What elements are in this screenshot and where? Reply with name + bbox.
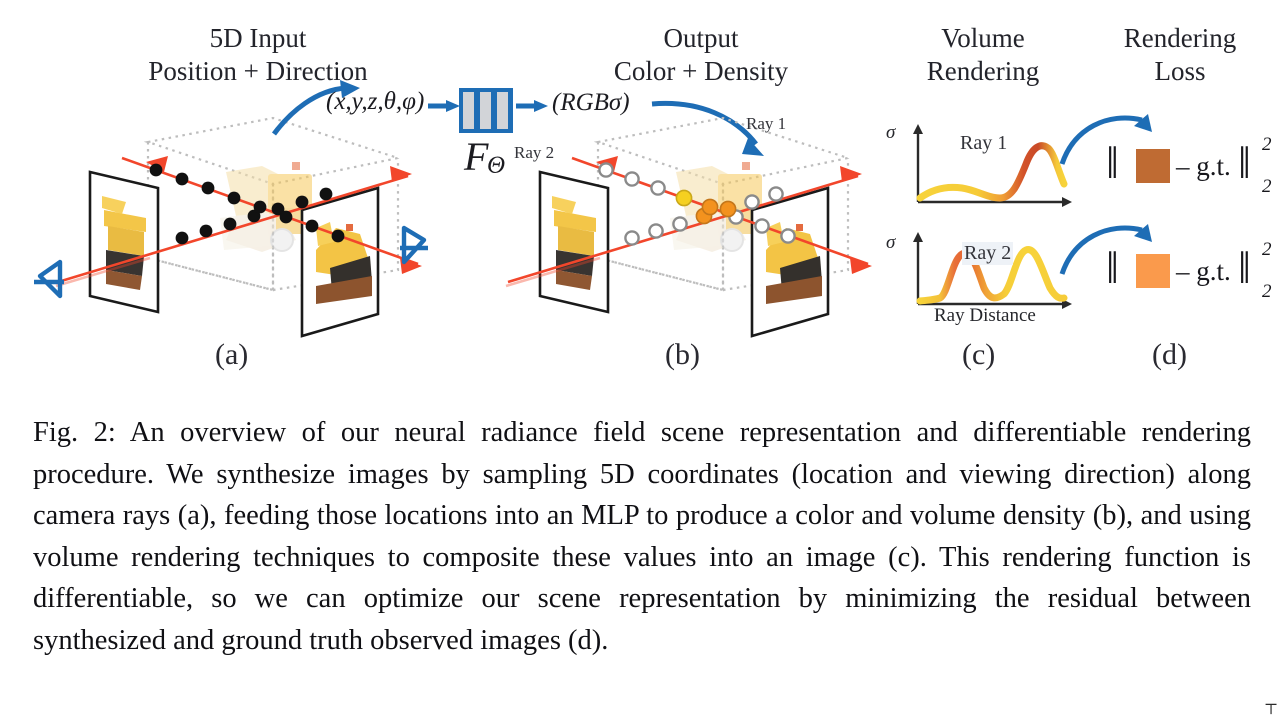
colored-sample-points [675,189,737,225]
figure-caption: Fig. 2: An overview of our neural radian… [33,412,1251,661]
ray-1-label-scene: Ray 1 [746,114,787,133]
caption-label: Fig. 2: [33,417,116,448]
mlp-block [459,88,513,133]
figure-diagram: 5D Input Position + Direction Output Col… [34,22,1278,371]
x-axis-arrow [1062,197,1072,207]
header-line: 5D Input [209,23,307,53]
ray-2-label-scene: Ray 2 [514,143,555,162]
panel-label-b: (b) [665,338,700,371]
camera-frustum-icon [34,259,64,299]
caption-text: An overview of our neural radiance field… [33,417,1251,656]
camera-ray-faded [505,256,601,288]
loss1-superscript: 2 [1262,134,1272,155]
arrow-out-of-mlp [516,100,548,112]
plot-ray1-ylabel: σ [886,122,896,143]
arrow-plot2-to-loss2 [1059,224,1152,275]
sample-points [149,163,345,245]
mlp-function-subscript: Θ [487,152,506,179]
mlp-function-name: F [464,134,489,179]
loss1-subscript: 2 [1262,176,1272,197]
mlp-layer [463,92,474,129]
plot-ray1-title: Ray 1 [960,132,1008,154]
arrow-output-to-scene [651,100,764,156]
plot-ray2 [913,232,1072,309]
loss2-superscript: 2 [1262,239,1272,260]
mlp-layer [497,92,508,129]
plot-ray2-title: Ray 2 [962,242,1014,265]
header-output: Output Color + Density [546,22,856,88]
loss1-norm-close: ‖ [1238,137,1251,188]
image-plane-left [538,170,610,314]
minus-sign: – [1176,256,1190,286]
y-axis-arrow [913,124,923,134]
loss2-color-swatch [1136,254,1170,288]
panel-label-d: (d) [1152,338,1187,371]
loss1-minus-gt: – g.t. [1176,151,1231,182]
header-line: Volume [941,23,1025,53]
output-vector-label: (RGBσ) [552,89,630,116]
corner-crop-mark: ⊤ [1264,702,1279,718]
panel-label-a: (a) [215,338,249,371]
ray-arrowhead [390,166,412,182]
plot-ray2-ylabel: σ [886,232,896,253]
image-plane-left [88,170,160,314]
header-line: Color + Density [613,56,789,86]
density-curve [916,142,1068,202]
header-line: Rendering [1123,23,1237,53]
arrow-scene-to-input [271,80,360,136]
arrow-into-mlp [428,100,460,112]
loss2-minus-gt: – g.t. [1176,256,1231,287]
loss2-norm-close: ‖ [1238,242,1251,293]
loss2-subscript: 2 [1262,281,1272,302]
camera-ray-faded [55,256,151,288]
header-line: Output [663,23,739,53]
input-vector-label: (x,y,z,θ,φ) [326,88,425,115]
panel-b-scene [505,116,872,338]
density-curve [916,246,1068,305]
ground-truth-label: g.t. [1196,151,1231,181]
header-volume-rendering: Volume Rendering [885,22,1081,88]
plot-ray1 [913,124,1072,207]
empty-sample-points [598,162,796,246]
header-line: Rendering [926,56,1040,86]
header-line: Position + Direction [148,56,368,86]
camera-frustum-icon [400,225,428,265]
header-5d-input: 5D Input Position + Direction [98,22,418,88]
loss1-color-swatch [1136,149,1170,183]
panel-label-c: (c) [962,338,996,371]
panel-a-scene [34,116,428,338]
x-axis-arrow [1062,299,1072,309]
arrow-plot1-to-loss1 [1059,114,1152,165]
ray-arrowhead [850,258,872,274]
plot-ray2-xlabel: Ray Distance [934,305,1036,326]
image-plane-right [750,186,830,338]
ray-arrowhead [840,166,862,182]
loss2-norm-open: ‖ [1106,242,1119,293]
y-axis-arrow [913,232,923,242]
loss1-norm-open: ‖ [1106,137,1119,188]
header-line: Loss [1154,56,1206,86]
minus-sign: – [1176,151,1190,181]
header-rendering-loss: Rendering Loss [1082,22,1278,88]
mlp-layer [480,92,491,129]
ground-truth-label: g.t. [1196,256,1231,286]
image-plane-right [300,186,380,338]
